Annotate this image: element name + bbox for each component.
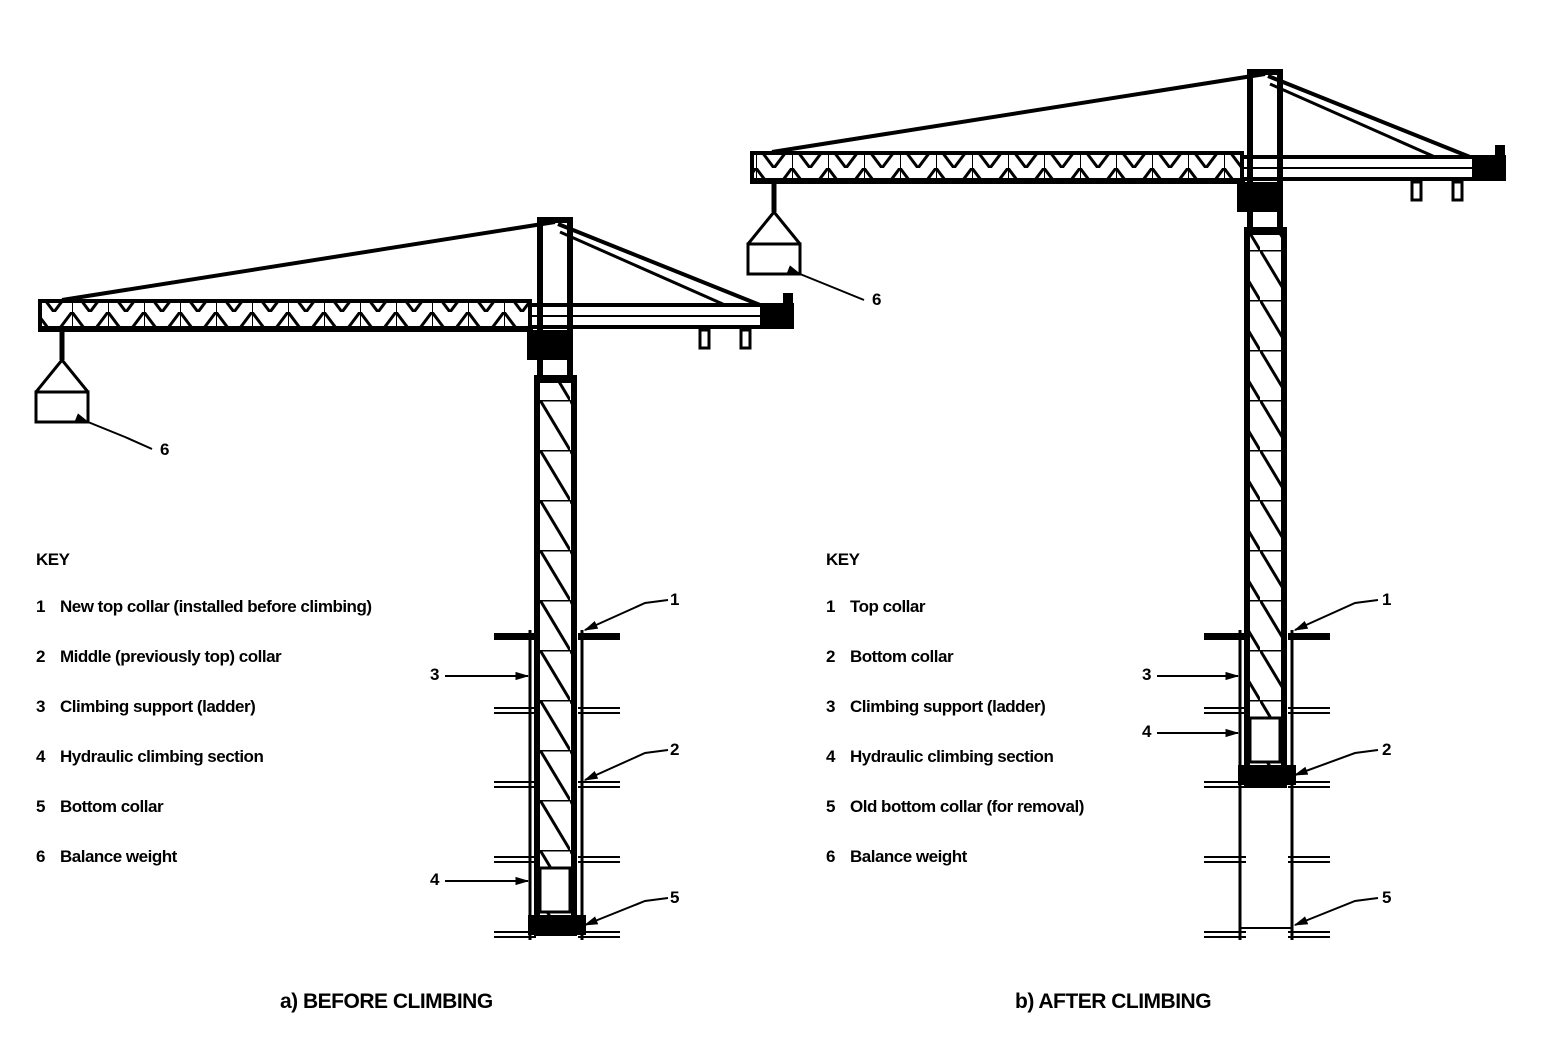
callout-1: 1 xyxy=(1382,590,1392,609)
callout-1: 1 xyxy=(670,590,680,609)
callout-6: 6 xyxy=(160,440,170,459)
callout-3: 3 xyxy=(1142,665,1152,684)
callout-5: 5 xyxy=(670,888,680,907)
crane-before-climbing xyxy=(34,217,794,940)
callout-5: 5 xyxy=(1382,888,1392,907)
caption-after-climbing: b) AFTER CLIMBING xyxy=(1015,990,1212,1013)
callout-3: 3 xyxy=(430,665,440,684)
callout-4: 4 xyxy=(430,870,440,889)
callout-2: 2 xyxy=(1382,740,1392,759)
callout-6: 6 xyxy=(872,290,882,309)
crane-after-climbing xyxy=(746,69,1506,940)
key-title: KEY xyxy=(36,550,70,569)
caption-before-climbing: a) BEFORE CLIMBING xyxy=(280,990,493,1013)
callout-2: 2 xyxy=(670,740,680,759)
key-title: KEY xyxy=(826,550,860,569)
callout-4: 4 xyxy=(1142,722,1152,741)
